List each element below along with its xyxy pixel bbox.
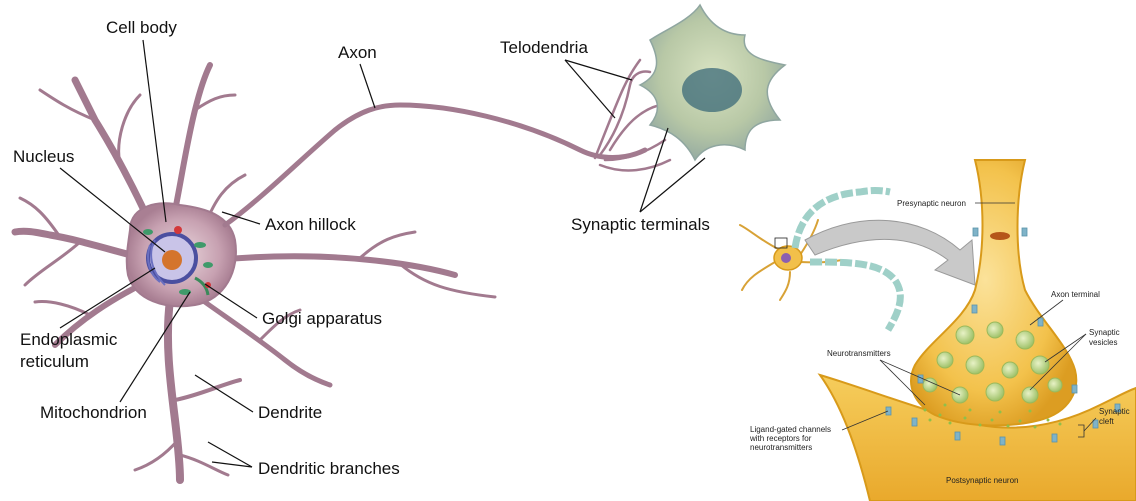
synapse-inset: Presynaptic neuron Axon terminal Synapti… — [740, 160, 1136, 501]
leader-synaptic-terminals-2 — [640, 158, 705, 212]
label-postsynaptic-neuron: Postsynaptic neuron — [946, 476, 1019, 485]
label-presynaptic-neuron: Presynaptic neuron — [897, 199, 966, 208]
axon — [225, 105, 645, 225]
label-synaptic-vesicles-2: vesicles — [1089, 338, 1117, 347]
label-golgi-apparatus: Golgi apparatus — [262, 309, 382, 328]
label-ligand-2: with receptors for — [749, 434, 812, 443]
leader-golgi-apparatus — [205, 284, 257, 318]
leader-telodendria-1 — [565, 60, 632, 80]
label-neurotransmitters: Neurotransmitters — [827, 349, 891, 358]
nucleolus — [162, 250, 182, 270]
label-mitochondrion: Mitochondrion — [40, 403, 147, 422]
axon-cut — [990, 232, 1010, 240]
leader-mitochondrion — [120, 292, 190, 402]
leader-endoplasmic-reticulum — [60, 268, 155, 328]
leader-cell-body — [143, 40, 166, 222]
target-nucleus — [682, 68, 742, 112]
organelle-red — [174, 226, 182, 234]
label-synaptic-cleft-2: cleft — [1099, 417, 1114, 426]
label-reticulum: reticulum — [20, 352, 89, 371]
label-dendritic-branches: Dendritic branches — [258, 459, 400, 478]
leader-axon — [360, 64, 375, 108]
label-ligand-3: neurotransmitters — [750, 443, 812, 452]
label-axon: Axon — [338, 43, 377, 62]
label-telodendria: Telodendria — [500, 38, 588, 57]
label-axon-hillock: Axon hillock — [265, 215, 356, 234]
label-axon-terminal: Axon terminal — [1051, 290, 1100, 299]
label-synaptic-cleft-1: Synaptic — [1099, 407, 1130, 416]
label-ligand-1: Ligand-gated channels — [750, 425, 831, 434]
leader-dendritic-branches-2 — [212, 462, 252, 467]
leader-dendritic-branches-1 — [208, 442, 252, 467]
label-cell-body: Cell body — [106, 18, 177, 37]
mini-neuron — [740, 191, 900, 331]
label-synaptic-terminals: Synaptic terminals — [571, 215, 710, 234]
leader-telodendria-2 — [565, 60, 615, 118]
label-synaptic-vesicles-1: Synaptic — [1089, 328, 1120, 337]
label-dendrite: Dendrite — [258, 403, 322, 422]
label-endoplasmic: Endoplasmic — [20, 330, 118, 349]
label-nucleus: Nucleus — [13, 147, 74, 166]
target-cell — [640, 5, 785, 160]
